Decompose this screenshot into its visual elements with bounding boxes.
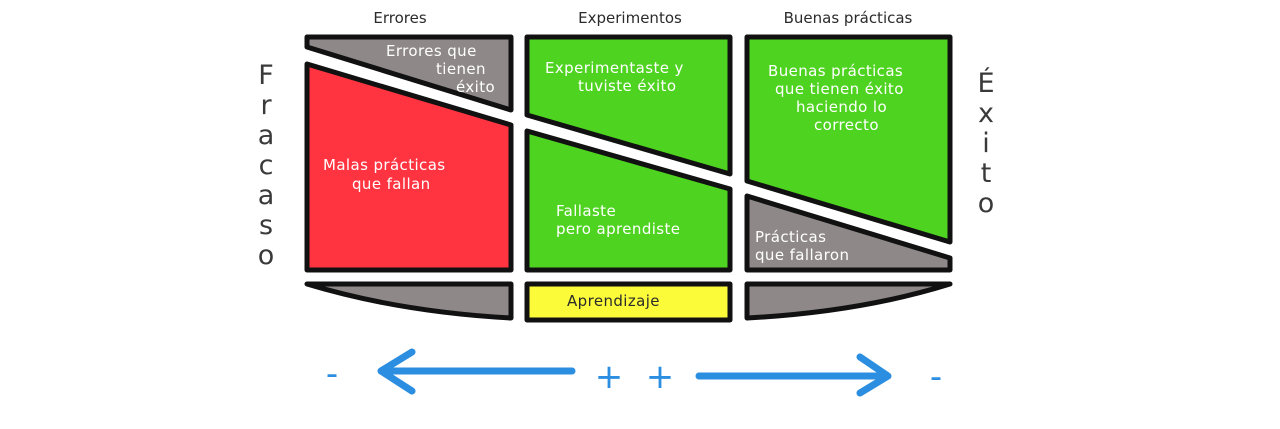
text-experimentaste: Experimentaste y tuviste éxito — [545, 59, 684, 95]
axis-plus-a: + — [595, 357, 624, 397]
cell-errores-exito — [304, 34, 514, 113]
cell-text-line: haciendo lo — [796, 98, 887, 116]
side-letter: F — [258, 60, 274, 91]
text-malas-practicas: Malas prácticas que fallan — [323, 156, 446, 193]
cell-buenas-exito — [744, 34, 953, 245]
cell-bottom-right-gray — [744, 281, 953, 321]
side-letter: r — [260, 90, 272, 121]
text-aprendizaje: Aprendizaje — [567, 292, 660, 310]
side-letter: x — [978, 98, 994, 129]
cell-text-line: éxito — [456, 78, 495, 96]
side-label-exito: É x i t o — [977, 67, 994, 219]
column-title-buenas-practicas: Buenas prácticas — [784, 9, 913, 27]
side-letter: i — [982, 128, 990, 159]
text-practicas-fallaron: Prácticas que fallaron — [755, 228, 849, 264]
cell-text-line: que tienen éxito — [775, 80, 904, 98]
side-letter: a — [258, 120, 275, 151]
side-letter: s — [259, 210, 273, 241]
cell-text-line: Errores que — [386, 42, 477, 60]
cell-malas-practicas — [304, 61, 514, 273]
column-title-errores: Errores — [373, 9, 426, 27]
side-letter: c — [259, 150, 274, 181]
side-letter: a — [258, 180, 275, 211]
side-letter: o — [978, 188, 995, 219]
cell-text-line: Fallaste — [556, 202, 616, 220]
cell-aprendizaje — [524, 281, 733, 323]
right-arrow-icon — [695, 353, 892, 397]
text-errores-exito: Errores que tienen éxito — [386, 42, 495, 96]
side-label-fracaso: F r a c a s o — [258, 60, 275, 271]
cell-text-line: que fallaron — [755, 246, 849, 264]
axis-plus-b: + — [646, 357, 675, 397]
cell-experimentaste — [524, 34, 733, 177]
bottom-axis: - + + - — [326, 348, 942, 397]
side-letter: o — [258, 240, 275, 271]
cell-text-line: que fallan — [352, 175, 431, 193]
cell-text-line: Malas prácticas — [323, 156, 446, 174]
left-arrow-icon — [377, 348, 576, 395]
side-letter: t — [981, 158, 992, 189]
cell-text-line: Experimentaste y — [545, 59, 684, 77]
text-buenas-exito: Buenas prácticas que tienen éxito hacien… — [768, 62, 904, 134]
cell-fallaste — [524, 128, 733, 273]
cell-practicas-fallaron — [744, 193, 953, 273]
cell-text-line: correcto — [814, 116, 879, 134]
cell-text-line: tienen — [436, 60, 486, 78]
cell-text-line: Buenas prácticas — [768, 62, 903, 80]
axis-minus-right: - — [930, 357, 942, 397]
text-fallaste: Fallaste pero aprendiste — [556, 202, 680, 238]
cell-bottom-left-gray — [304, 281, 514, 321]
cell-text-line: Prácticas — [755, 228, 826, 246]
cell-text-line: pero aprendiste — [556, 220, 680, 238]
axis-minus-left: - — [326, 354, 338, 394]
side-letter: É — [977, 67, 994, 99]
cell-text-line: tuviste éxito — [578, 77, 676, 95]
column-title-experimentos: Experimentos — [578, 9, 682, 27]
